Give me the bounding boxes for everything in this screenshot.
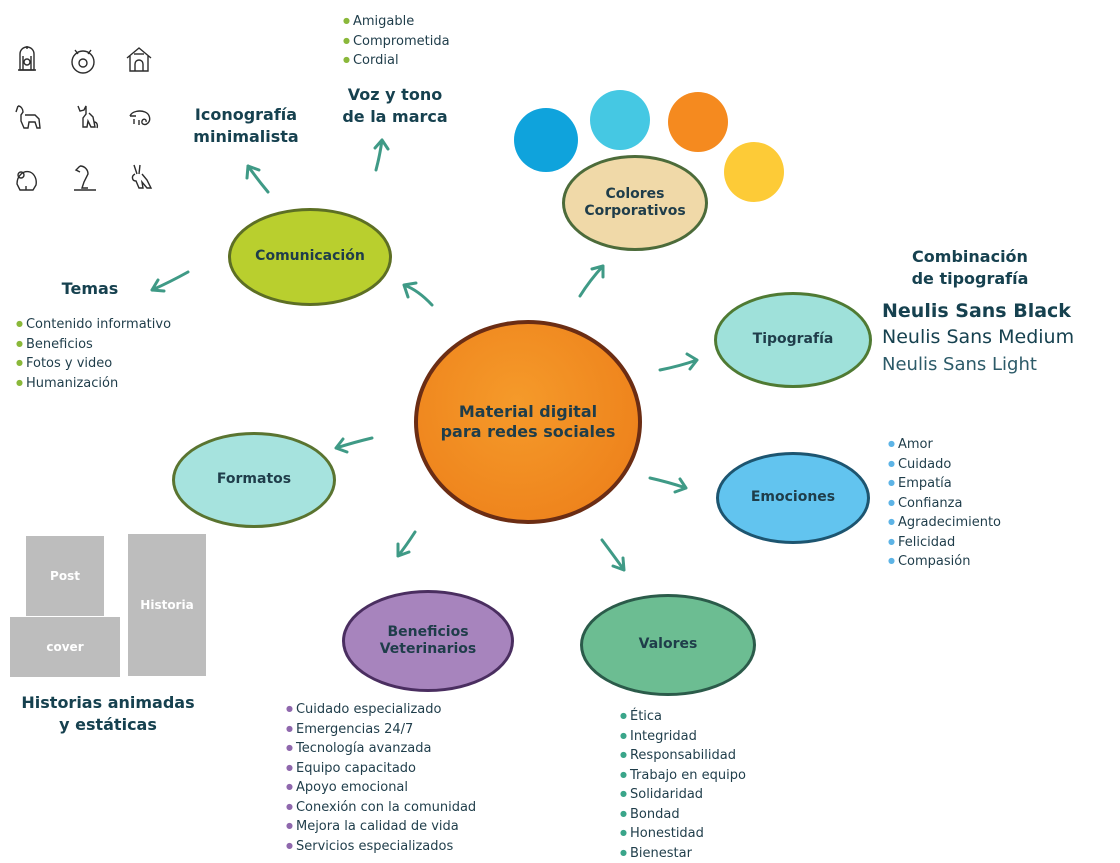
list-item: Cuidado — [888, 455, 1001, 475]
list-item: Comprometida — [343, 32, 450, 52]
list-item: Apoyo emocional — [286, 778, 476, 798]
list-item: Amigable — [343, 12, 450, 32]
arrow-to-beneficios — [398, 532, 415, 556]
list-item: Tecnología avanzada — [286, 739, 476, 759]
list-item: Bienestar — [620, 844, 746, 863]
list-item: Equipo capacitado — [286, 759, 476, 779]
node-emociones: Emociones — [716, 452, 870, 544]
valores-list: Ética Integridad Responsabilidad Trabajo… — [620, 707, 746, 863]
font-sample-black: Neulis Sans Black — [882, 300, 1071, 322]
list-item: Humanización — [16, 374, 171, 394]
arrow-to-emociones — [650, 478, 686, 492]
list-item: Honestidad — [620, 824, 746, 844]
cat-icon — [70, 102, 100, 132]
chameleon-icon — [126, 104, 156, 134]
doghouse-icon — [124, 44, 154, 74]
list-item: Empatía — [888, 474, 1001, 494]
arrow-to-colores — [580, 266, 603, 296]
list-item: Beneficios — [16, 335, 171, 355]
node-valores: Valores — [580, 594, 756, 696]
hamster-icon — [12, 164, 42, 194]
list-item: Bondad — [620, 805, 746, 825]
list-item: Agradecimiento — [888, 513, 1001, 533]
arrow-to-valores — [602, 540, 624, 570]
voz-list: Amigable Comprometida Cordial — [343, 12, 450, 71]
icon-grid — [8, 40, 168, 210]
arrow-to-iconografia — [247, 166, 268, 192]
color-swatch-orange — [668, 92, 728, 152]
list-item: Ética — [620, 707, 746, 727]
font-sample-medium: Neulis Sans Medium — [882, 326, 1074, 348]
list-item: Integridad — [620, 727, 746, 747]
list-item: Conexión con la comunidad — [286, 798, 476, 818]
temas-list: Contenido informativo Beneficios Fotos y… — [16, 315, 171, 393]
voz-title: Voz y tono de la marca — [330, 84, 460, 129]
list-item: Responsabilidad — [620, 746, 746, 766]
node-formatos: Formatos — [172, 432, 336, 528]
temas-title: Temas — [40, 278, 140, 300]
arrow-to-comunicacion — [404, 283, 432, 305]
list-item: Confianza — [888, 494, 1001, 514]
arrow-to-voz — [375, 140, 388, 170]
dog-icon — [12, 102, 42, 132]
list-item: Compasión — [888, 552, 1001, 572]
color-swatch-light-blue — [590, 90, 650, 150]
tipografia-title: Combinación de tipografía — [900, 246, 1040, 291]
node-comunicacion: Comunicación — [228, 208, 392, 306]
list-item: Fotos y video — [16, 354, 171, 374]
format-cover-box: cover — [10, 617, 120, 677]
rabbit-icon — [126, 162, 156, 192]
list-item: Felicidad — [888, 533, 1001, 553]
beneficios-list: Cuidado especializado Emergencias 24/7 T… — [286, 700, 476, 856]
arrow-to-temas — [152, 272, 188, 291]
color-swatch-blue — [514, 108, 578, 172]
color-swatch-yellow — [724, 142, 784, 202]
list-item: Contenido informativo — [16, 315, 171, 335]
formatos-caption: Historias animadas y estáticas — [10, 692, 206, 737]
bird-cage-icon — [12, 44, 42, 74]
hamster-ball-icon — [68, 46, 98, 76]
format-historia-box: Historia — [128, 534, 206, 676]
list-item: Trabajo en equipo — [620, 766, 746, 786]
list-item: Amor — [888, 435, 1001, 455]
list-item: Cuidado especializado — [286, 700, 476, 720]
arrow-to-tipografia — [660, 354, 697, 370]
emociones-list: Amor Cuidado Empatía Confianza Agradecim… — [888, 435, 1001, 572]
list-item: Mejora la calidad de vida — [286, 817, 476, 837]
list-item: Solidaridad — [620, 785, 746, 805]
list-item: Servicios especializados — [286, 837, 476, 857]
node-tipografia: Tipografía — [714, 292, 872, 388]
font-sample-light: Neulis Sans Light — [882, 354, 1037, 375]
list-item: Emergencias 24/7 — [286, 720, 476, 740]
format-post-box: Post — [26, 536, 104, 616]
parrot-icon — [70, 162, 100, 192]
arrow-to-formatos — [336, 438, 372, 452]
list-item: Cordial — [343, 51, 450, 71]
iconografia-title: Iconografía minimalista — [186, 104, 306, 149]
